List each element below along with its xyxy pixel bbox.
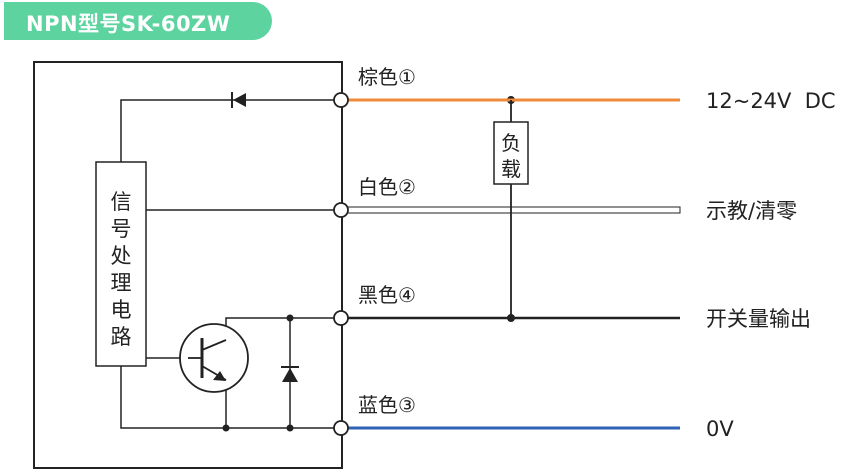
protection-diode-icon [281,366,299,382]
block-char-1: 信 [111,190,132,214]
block-char-6: 路 [111,325,132,349]
terminal-3 [333,420,349,436]
terminals [333,92,349,436]
wire-label-brown: 棕色① [358,65,416,89]
function-label-power: 12~24V DC [706,89,836,113]
load-char-2: 载 [501,157,521,181]
wire-label-blue: 蓝色③ [358,393,416,417]
model-title: NPN型号SK-60ZW [26,12,231,36]
terminal-2 [333,202,349,218]
function-label-teach: 示教/清零 [706,199,797,223]
function-label-ground: 0V [706,417,734,441]
model-tag: NPN型号SK-60ZW [4,2,272,40]
block-char-5: 电 [111,298,132,322]
terminal-1 [333,92,349,108]
function-label-output: 开关量输出 [706,307,811,331]
internal-wiring [120,99,334,429]
block-char-2: 号 [111,217,132,241]
load-box [493,121,529,185]
block-char-3: 处 [111,244,132,268]
diode-icon [231,92,246,108]
block-char-4: 理 [111,271,132,295]
wire-label-white: 白色② [358,175,416,199]
npn-transistor-icon [179,323,249,393]
sensor-housing [33,61,343,469]
load-char-1: 负 [501,131,521,155]
terminal-4 [333,310,349,326]
junction-dots [222,96,515,432]
wire-label-black: 黑色④ [358,283,416,307]
